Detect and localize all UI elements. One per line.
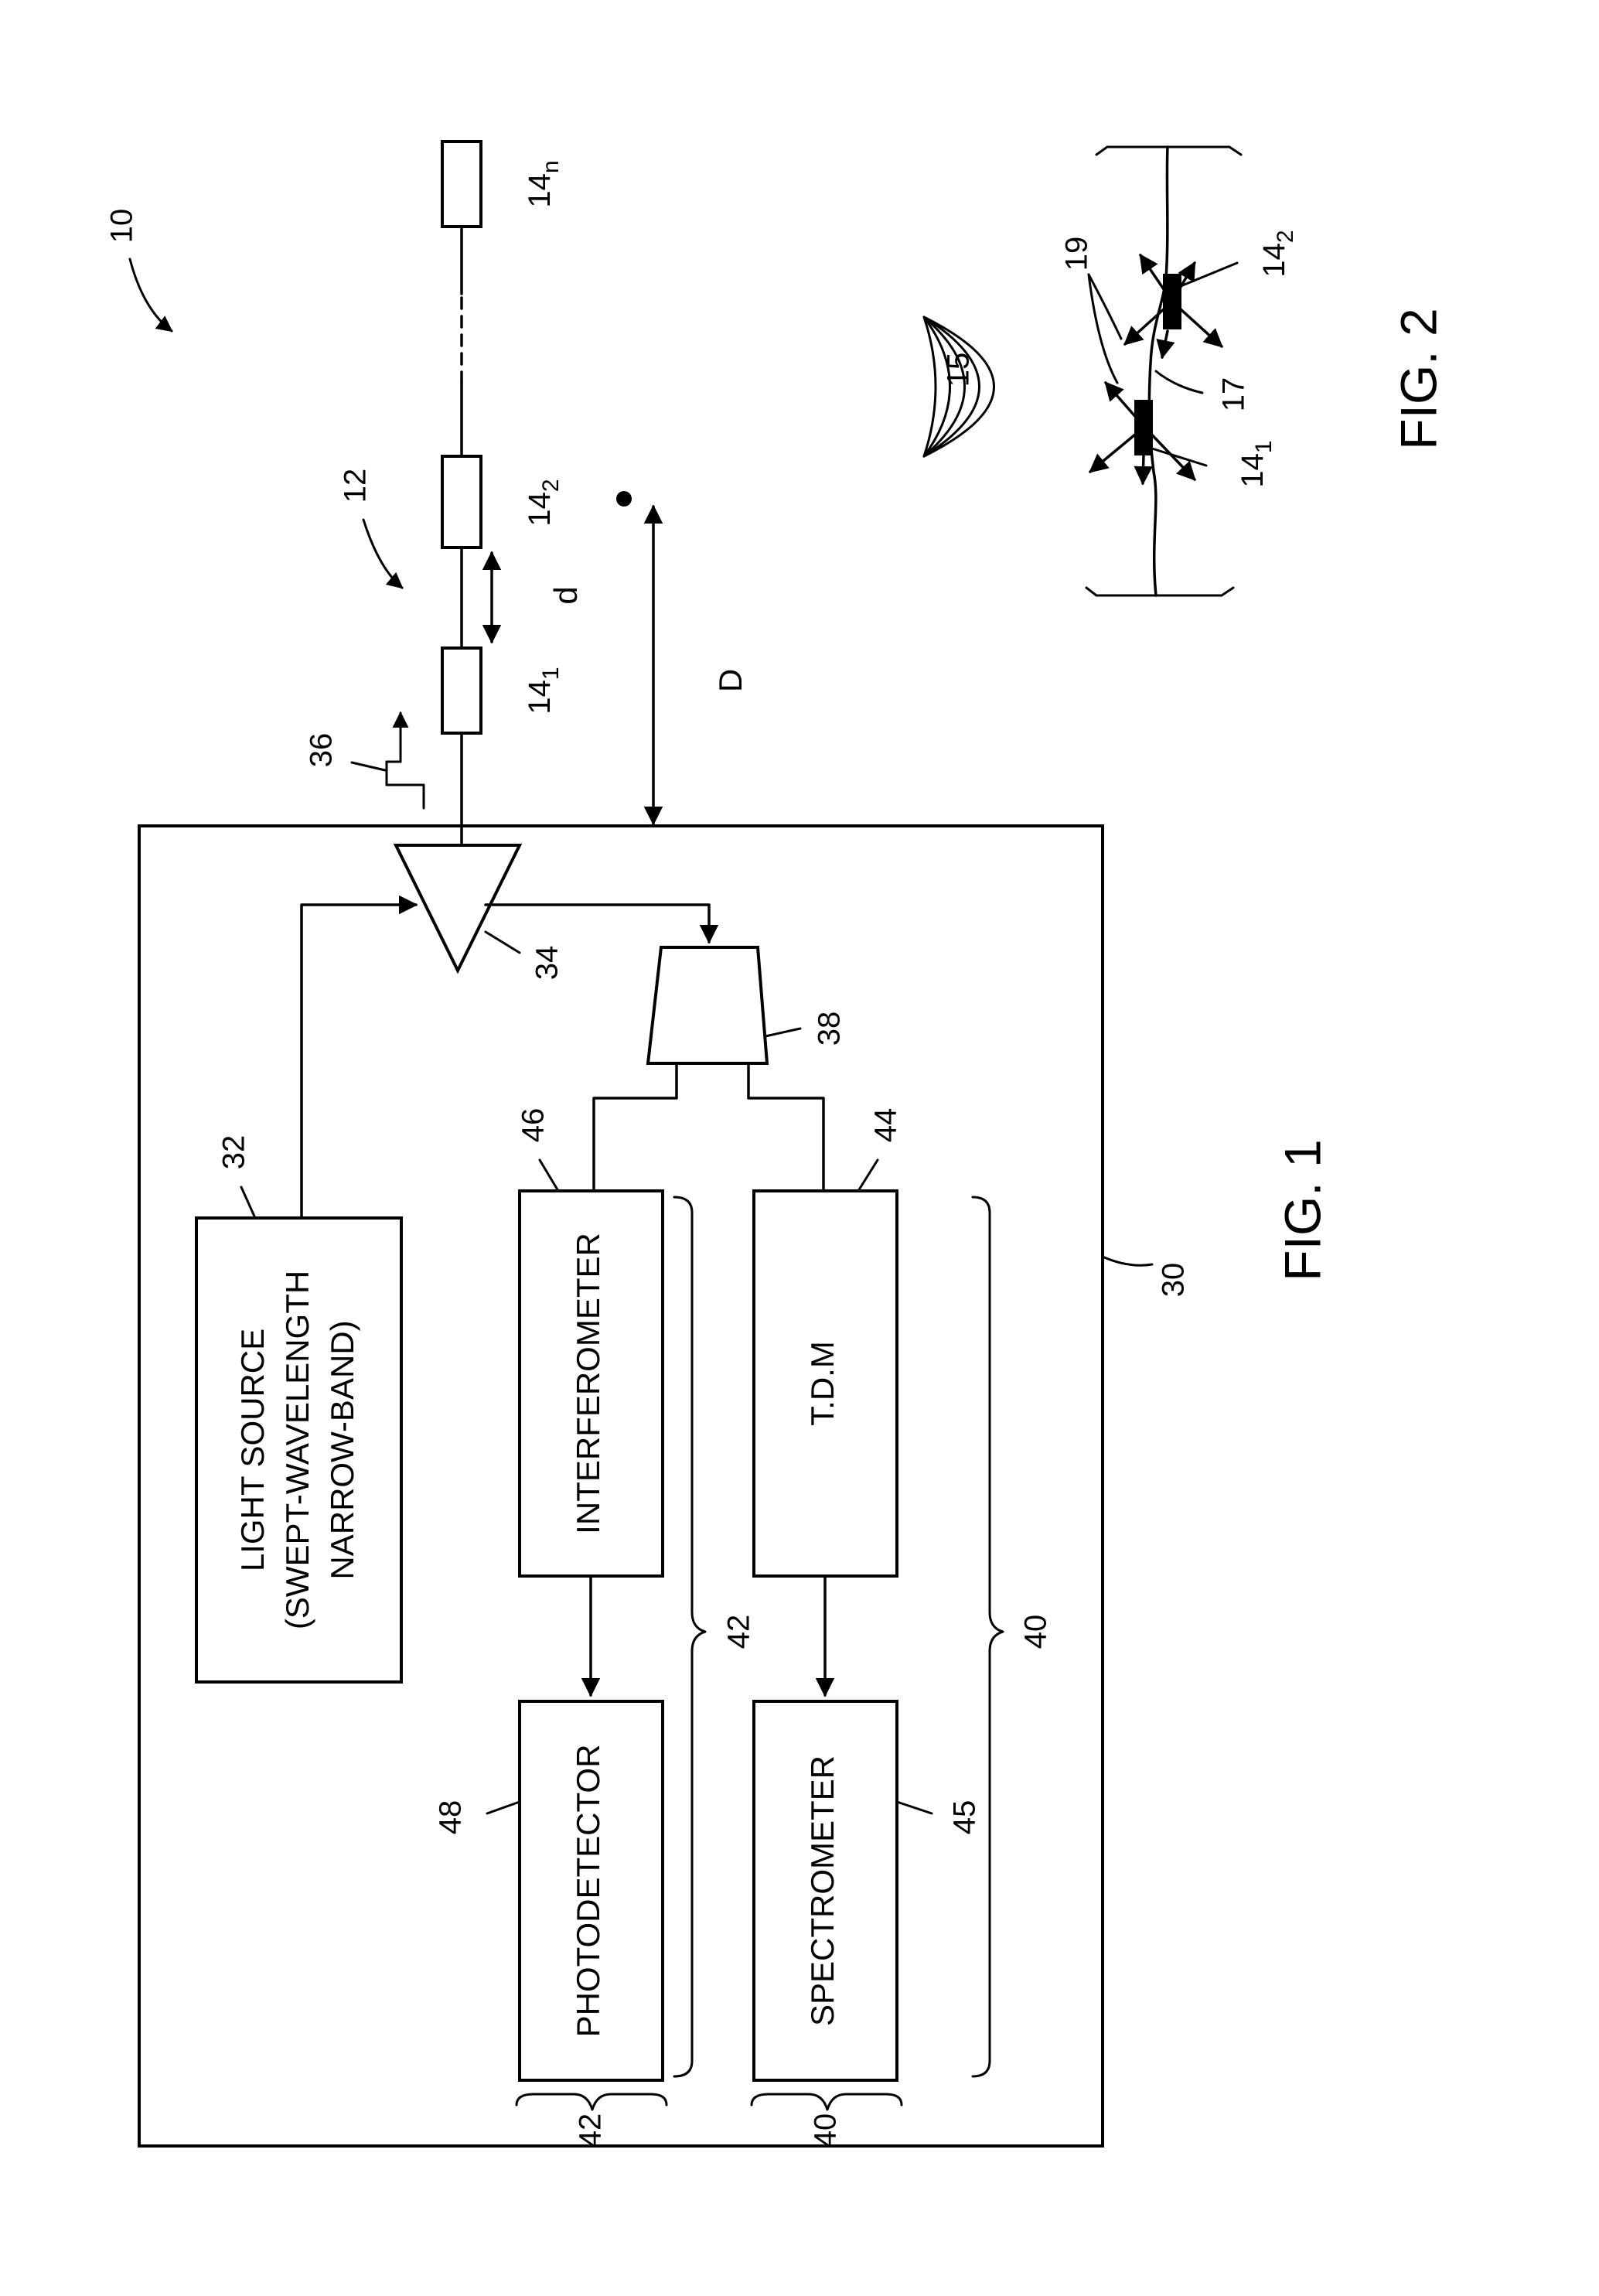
ref-14-n-base: 14 [523,173,557,208]
fig2-ref-14-1-base: 14 [1236,453,1270,488]
spectrometer-label: SPECTROMETER [804,1755,840,2026]
tdm-label: T.D.M [804,1341,840,1426]
ref-30: 30 [1157,1263,1191,1298]
target-point [616,491,632,507]
ref-14-2-base: 14 [523,492,557,527]
ref-10: 10 [105,209,139,244]
fig2-ref-14-2-sub: 2 [1273,230,1298,243]
ref-44: 44 [869,1108,903,1143]
ref-14-1-sub: 1 [538,667,564,680]
ref-15: 15 [942,353,976,387]
spacing-label: d [547,586,584,604]
ref-17: 17 [1217,377,1251,412]
fig2-ref-14-2-base: 14 [1257,243,1291,278]
fiber-clamp-bottom [1086,588,1233,595]
ref-42-bottom: 42 [574,2113,608,2148]
leader-12 [363,520,402,588]
ref-34: 34 [530,946,564,981]
leader-10 [130,259,172,331]
leader-17 [1156,371,1202,393]
grating-sensor-14-n [442,142,481,227]
figure-2: 15 19 17 141 142 FIG. 2 [924,147,1447,595]
acoustic-wave-arc [924,317,936,456]
ref-48: 48 [434,1800,468,1835]
fig2-ref-14-1-sub: 1 [1251,440,1277,453]
ref-46: 46 [517,1108,551,1143]
strain-arrow [1143,427,1144,483]
figure-2-caption: FIG. 2 [1389,308,1447,449]
strain-arrow [1162,331,1168,357]
grating-sensor-14-1 [442,648,481,733]
light-source-label-1: LIGHT SOURCE [234,1329,271,1571]
ref-45: 45 [948,1800,982,1835]
ref-36: 36 [305,733,339,768]
figure-1-caption: FIG. 1 [1273,1139,1331,1281]
fig2-ref-14-1: 141 [1236,440,1277,487]
fig2-ref-14-2: 142 [1257,230,1298,277]
ref-14-1: 141 [523,667,564,714]
ref-14-n: 14n [523,160,564,207]
light-source-label-2: (SWEPT-WAVELENGTH [279,1271,315,1629]
light-pulse [387,762,424,808]
distance-label: D [712,669,748,692]
leader-19 [1089,275,1117,383]
photodetector-label: PHOTODETECTOR [570,1745,606,2038]
ref-14-2: 142 [523,479,564,526]
ref-40-right: 40 [1019,1615,1053,1650]
ref-14-2-sub: 2 [538,479,564,492]
ref-14-1-base: 14 [523,680,557,715]
ref-12: 12 [339,469,373,503]
ref-14-n-sub: n [538,160,564,173]
light-source-label-3: NARROW-BAND) [324,1320,360,1579]
leader-30 [1103,1257,1152,1265]
ref-32: 32 [217,1135,251,1170]
ref-42-right: 42 [722,1615,756,1650]
leader-36 [352,762,385,770]
ref-19: 19 [1060,237,1094,271]
grating-sensor-14-2 [442,456,481,548]
fiber-17 [1149,147,1168,595]
splitter [648,947,767,1063]
ref-38: 38 [813,1012,847,1046]
interferometer-label: INTERFEROMETER [570,1233,606,1534]
ref-40-bottom: 40 [809,2113,843,2148]
